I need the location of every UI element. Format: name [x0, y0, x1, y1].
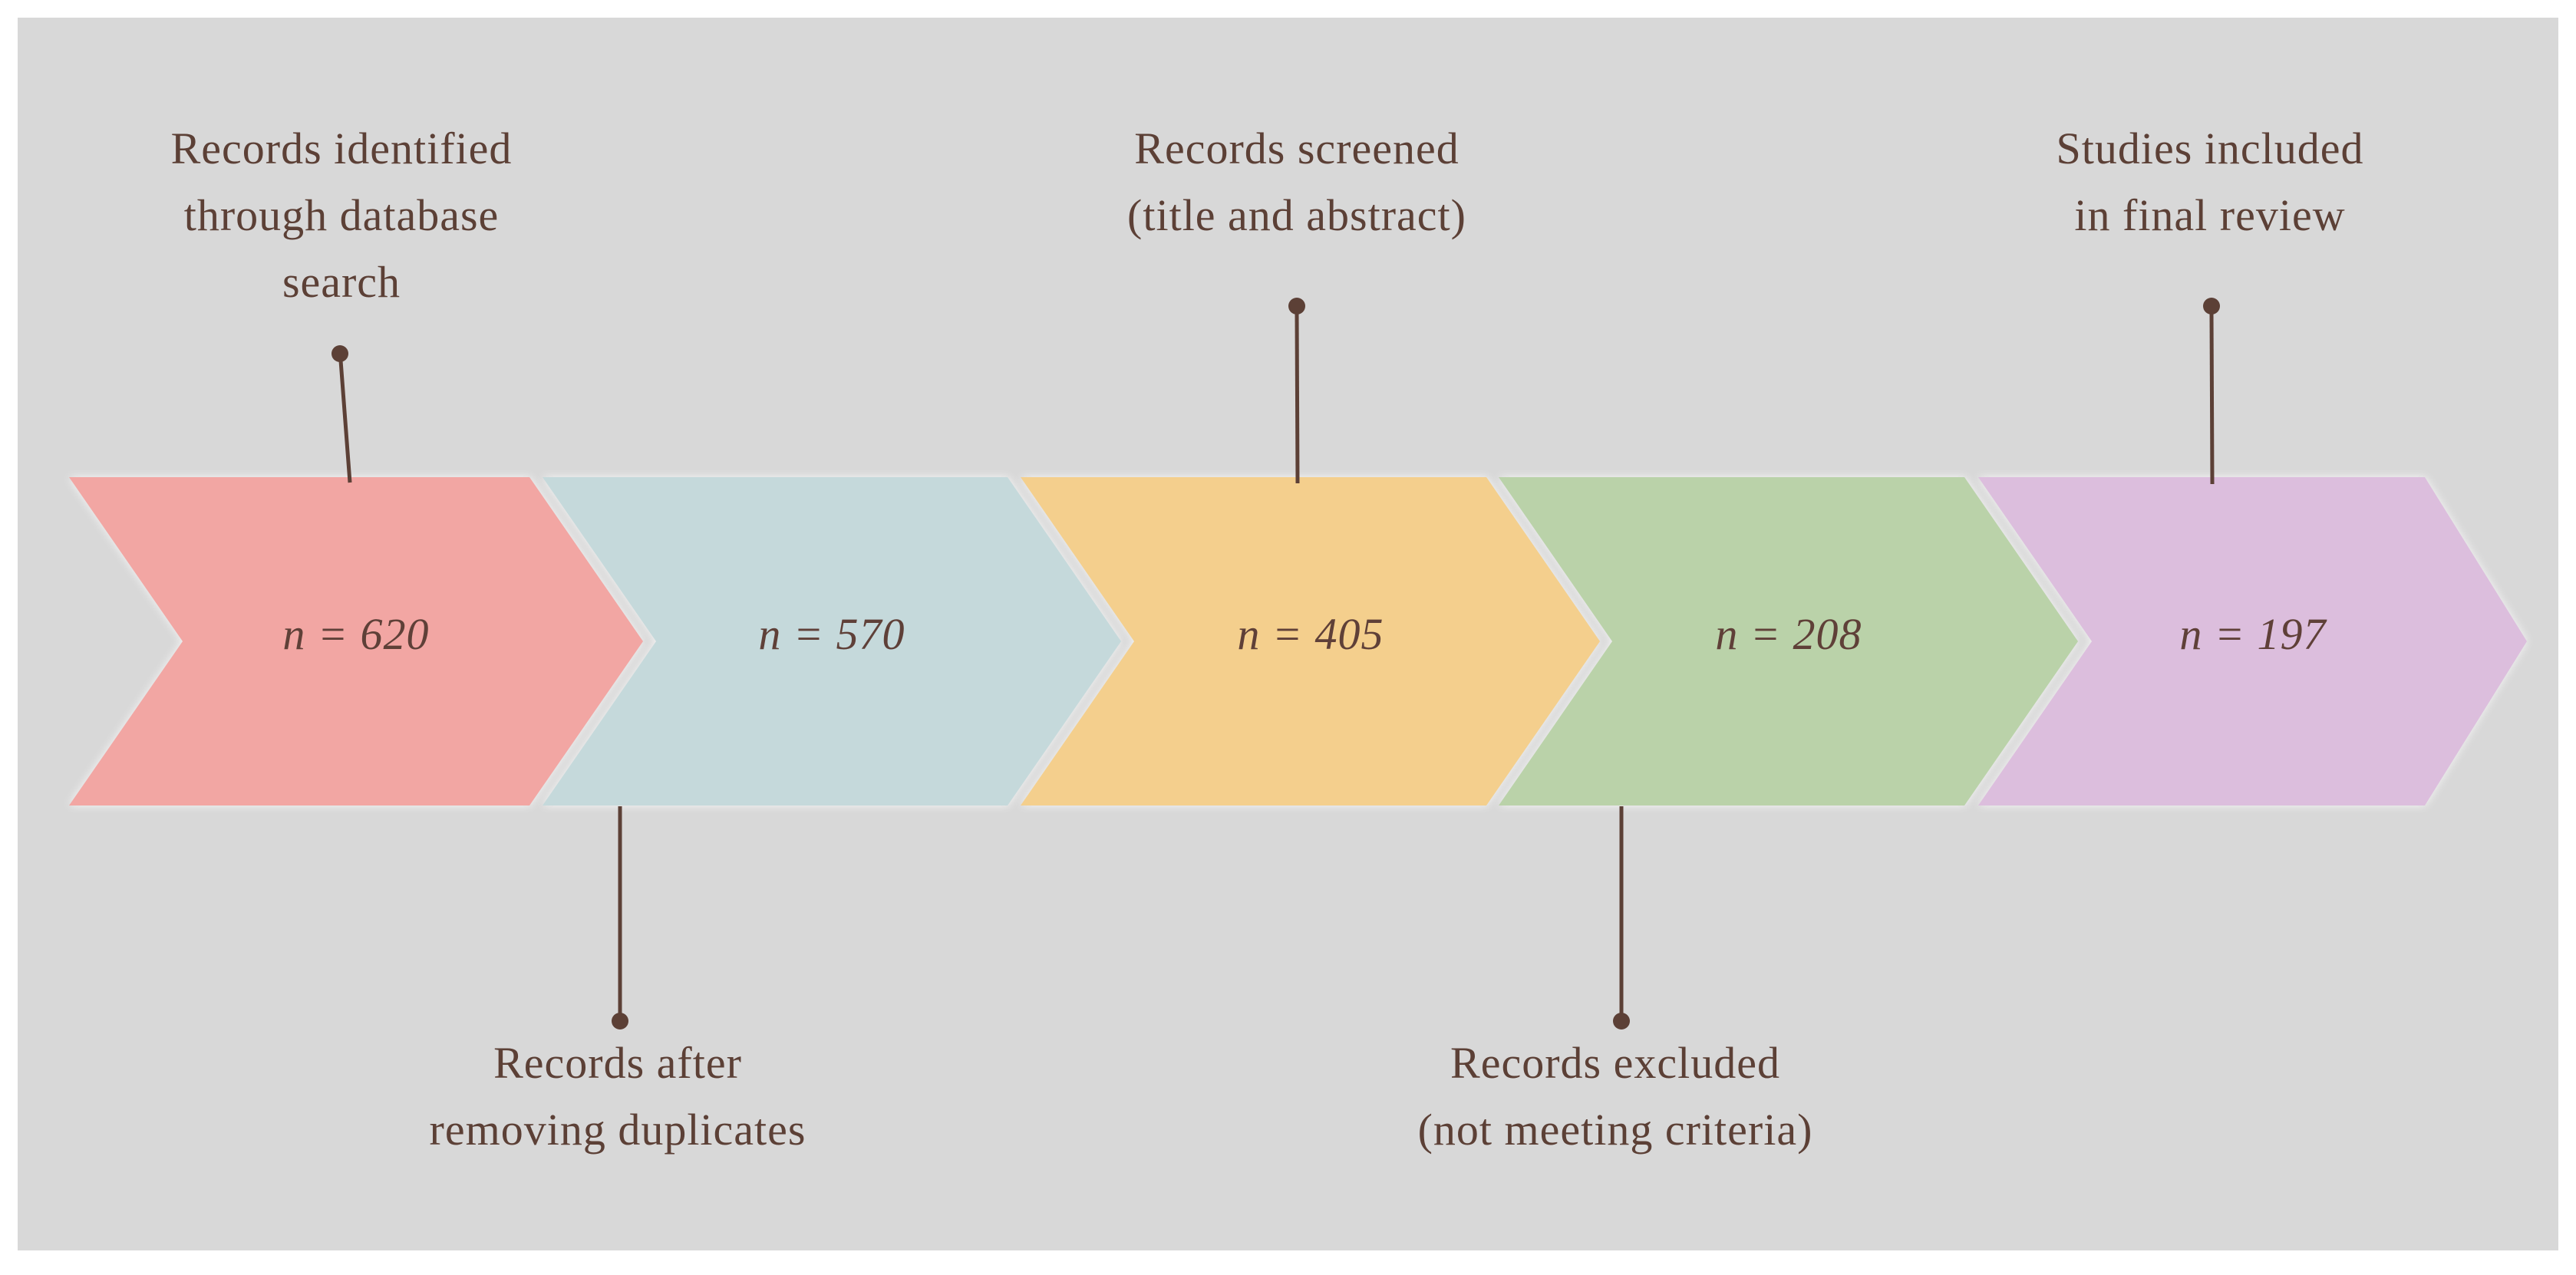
stage-label-screened: Records screened (title and abstract): [1127, 124, 1466, 240]
stage-label-excluded: Records excluded (not meeting criteria): [1417, 1038, 1813, 1155]
connector-line-screened: [1295, 313, 1300, 484]
connector-line-identified: [338, 360, 352, 483]
connector-dot-identified: [331, 345, 348, 362]
chevron-stage-screened: [1021, 477, 1600, 806]
connector-dot-excluded: [1613, 1013, 1630, 1030]
stage-count-screened: n = 405: [1237, 609, 1384, 659]
chevron-stage-excluded: [1499, 477, 2078, 806]
stage-label-included: Studies included in final review: [2056, 124, 2364, 240]
stage-count-identified: n = 620: [282, 609, 430, 659]
stage-count-deduplicated: n = 570: [758, 609, 905, 659]
chevron-stage-included: [1978, 477, 2527, 806]
connector-dot-included: [2203, 298, 2220, 315]
stage-count-included: n = 197: [2179, 609, 2327, 659]
stage-label-deduplicated: Records after removing duplicates: [429, 1038, 806, 1155]
stage-label-identified: Records identified through database sear…: [170, 124, 513, 307]
chevron-stage-identified: [69, 477, 643, 806]
chevron-stage-deduplicated: [543, 477, 1121, 806]
stage-count-excluded: n = 208: [1715, 609, 1862, 659]
connector-dot-screened: [1288, 298, 1305, 315]
connector-dot-deduplicated: [612, 1013, 628, 1030]
